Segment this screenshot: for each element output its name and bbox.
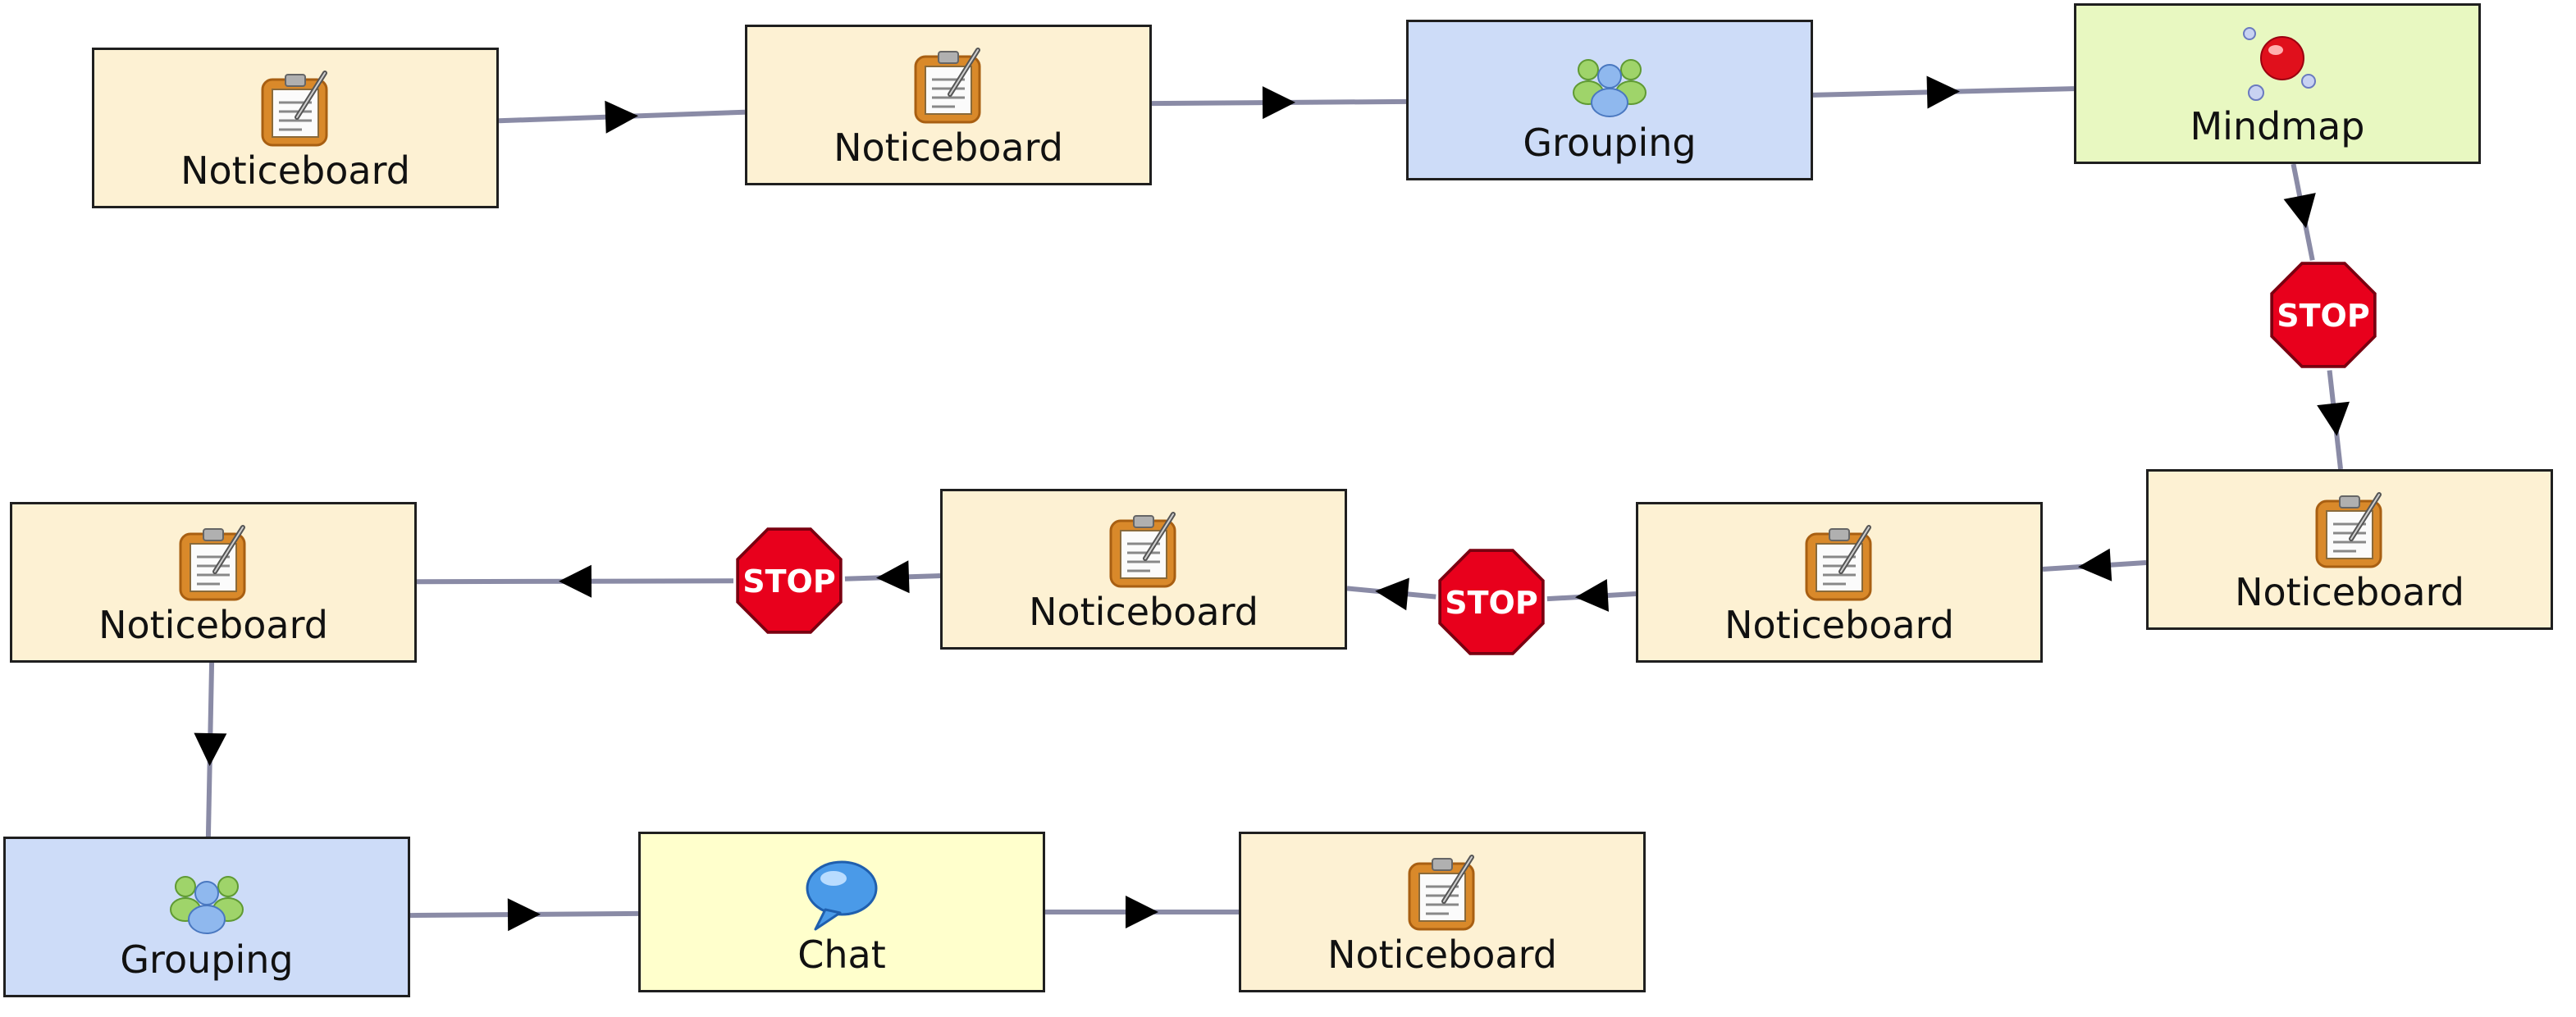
noticeboard-node[interactable]: Noticeboard — [92, 48, 499, 208]
connector[interactable] — [194, 662, 227, 837]
noticeboard-node[interactable]: Noticeboard — [10, 502, 417, 663]
node-label: Mindmap — [2190, 104, 2365, 148]
stop-gate[interactable]: STOP — [1438, 549, 1545, 655]
connectors-layer — [194, 75, 2350, 932]
noticeboard-icon — [172, 522, 254, 604]
connector[interactable] — [2042, 548, 2147, 581]
node-label: Noticeboard — [98, 603, 328, 647]
stop-label: STOP — [2277, 298, 2369, 334]
connector[interactable] — [1812, 75, 2075, 109]
connector[interactable] — [1546, 579, 1637, 612]
stop-gate[interactable]: STOP — [2270, 262, 2377, 368]
node-label: Noticeboard — [1724, 603, 1954, 647]
arrowhead-icon — [2078, 548, 2112, 581]
noticeboard-icon — [2309, 490, 2391, 572]
connector[interactable] — [2283, 163, 2316, 261]
noticeboard-icon — [1103, 509, 1185, 591]
chat-icon — [806, 860, 878, 931]
mindmap-icon — [2243, 27, 2316, 101]
arrowhead-icon — [559, 564, 592, 598]
noticeboard-node[interactable]: Noticeboard — [1239, 832, 1646, 992]
connector[interactable] — [416, 564, 734, 598]
arrowhead-icon — [1262, 86, 1295, 120]
arrowhead-icon — [1926, 75, 1960, 109]
arrowhead-icon — [605, 100, 638, 134]
node-label: Noticeboard — [2235, 570, 2464, 614]
noticeboard-icon — [1401, 852, 1483, 934]
node-label: Noticeboard — [834, 125, 1063, 170]
grouping-icon — [1573, 59, 1647, 117]
node-label: Grouping — [120, 937, 294, 982]
arrowhead-icon — [2317, 401, 2350, 436]
grouping-node[interactable]: Grouping — [3, 837, 410, 997]
node-label: Grouping — [1523, 121, 1697, 165]
noticeboard-node[interactable]: Noticeboard — [1636, 502, 2043, 663]
connector[interactable] — [498, 100, 746, 134]
noticeboard-node[interactable]: Noticeboard — [745, 25, 1152, 185]
node-label: Noticeboard — [180, 148, 410, 193]
node-label: Noticeboard — [1029, 590, 1258, 634]
noticeboard-icon — [254, 68, 336, 150]
stop-gate[interactable]: STOP — [736, 527, 843, 634]
stop-sign-face — [739, 531, 839, 631]
stop-label: STOP — [1445, 585, 1537, 621]
arrowhead-icon — [1375, 577, 1409, 611]
arrowhead-icon — [194, 732, 227, 766]
noticeboard-icon — [907, 45, 989, 127]
connector[interactable] — [1151, 86, 1407, 120]
stop-label: STOP — [742, 563, 835, 600]
arrowhead-icon — [507, 898, 541, 932]
stops-layer: STOP STOP STOP — [736, 262, 2377, 655]
node-label: Noticeboard — [1327, 933, 1557, 977]
stop-sign-face — [2273, 265, 2373, 365]
connector[interactable] — [409, 898, 639, 932]
node-label: Chat — [797, 933, 886, 977]
noticeboard-node[interactable]: Noticeboard — [940, 489, 1347, 650]
connector[interactable] — [1045, 896, 1239, 928]
chat-node[interactable]: Chat — [638, 832, 1045, 992]
grouping-node[interactable]: Grouping — [1406, 20, 1813, 180]
noticeboard-node[interactable]: Noticeboard — [2146, 469, 2553, 630]
connector[interactable] — [844, 560, 941, 594]
noticeboard-icon — [1798, 522, 1880, 604]
grouping-icon — [170, 876, 244, 934]
arrowhead-icon — [876, 560, 910, 594]
arrowhead-icon — [1575, 579, 1609, 612]
stop-sign-face — [1441, 552, 1541, 652]
mindmap-node[interactable]: Mindmap — [2074, 3, 2481, 164]
arrowhead-icon — [1126, 896, 1158, 928]
arrowhead-icon — [2283, 193, 2316, 229]
connector[interactable] — [2317, 370, 2350, 470]
connector[interactable] — [1346, 577, 1436, 611]
